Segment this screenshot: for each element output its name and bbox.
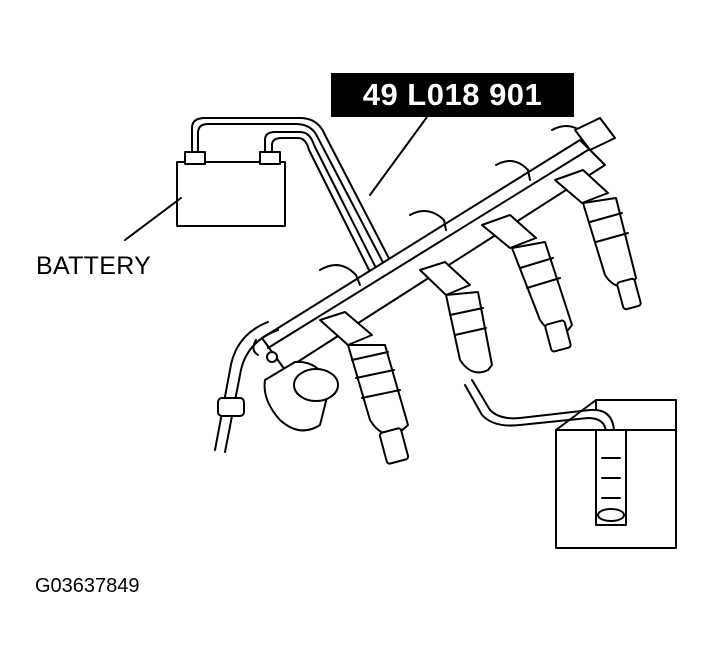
- injector-1: [320, 312, 409, 464]
- battery-wires: [192, 118, 395, 278]
- figure-id: G03637849: [35, 575, 140, 597]
- battery-leader-line: [125, 198, 181, 240]
- injector-2: [420, 262, 492, 372]
- graduated-container: [556, 400, 676, 548]
- harness-connectors: [320, 118, 615, 285]
- battery: [177, 152, 285, 226]
- tool-leader-line: [370, 117, 427, 195]
- fuel-line-left: [215, 322, 278, 452]
- special-tool-label-box: 49 L018 901: [331, 73, 574, 117]
- injector-3: [482, 215, 572, 352]
- injector-4: [555, 170, 641, 310]
- fuel-hose: [465, 380, 614, 440]
- special-tool-label: 49 L018 901: [362, 77, 543, 112]
- pressure-regulator: [265, 352, 338, 430]
- battery-label: BATTERY: [36, 252, 152, 280]
